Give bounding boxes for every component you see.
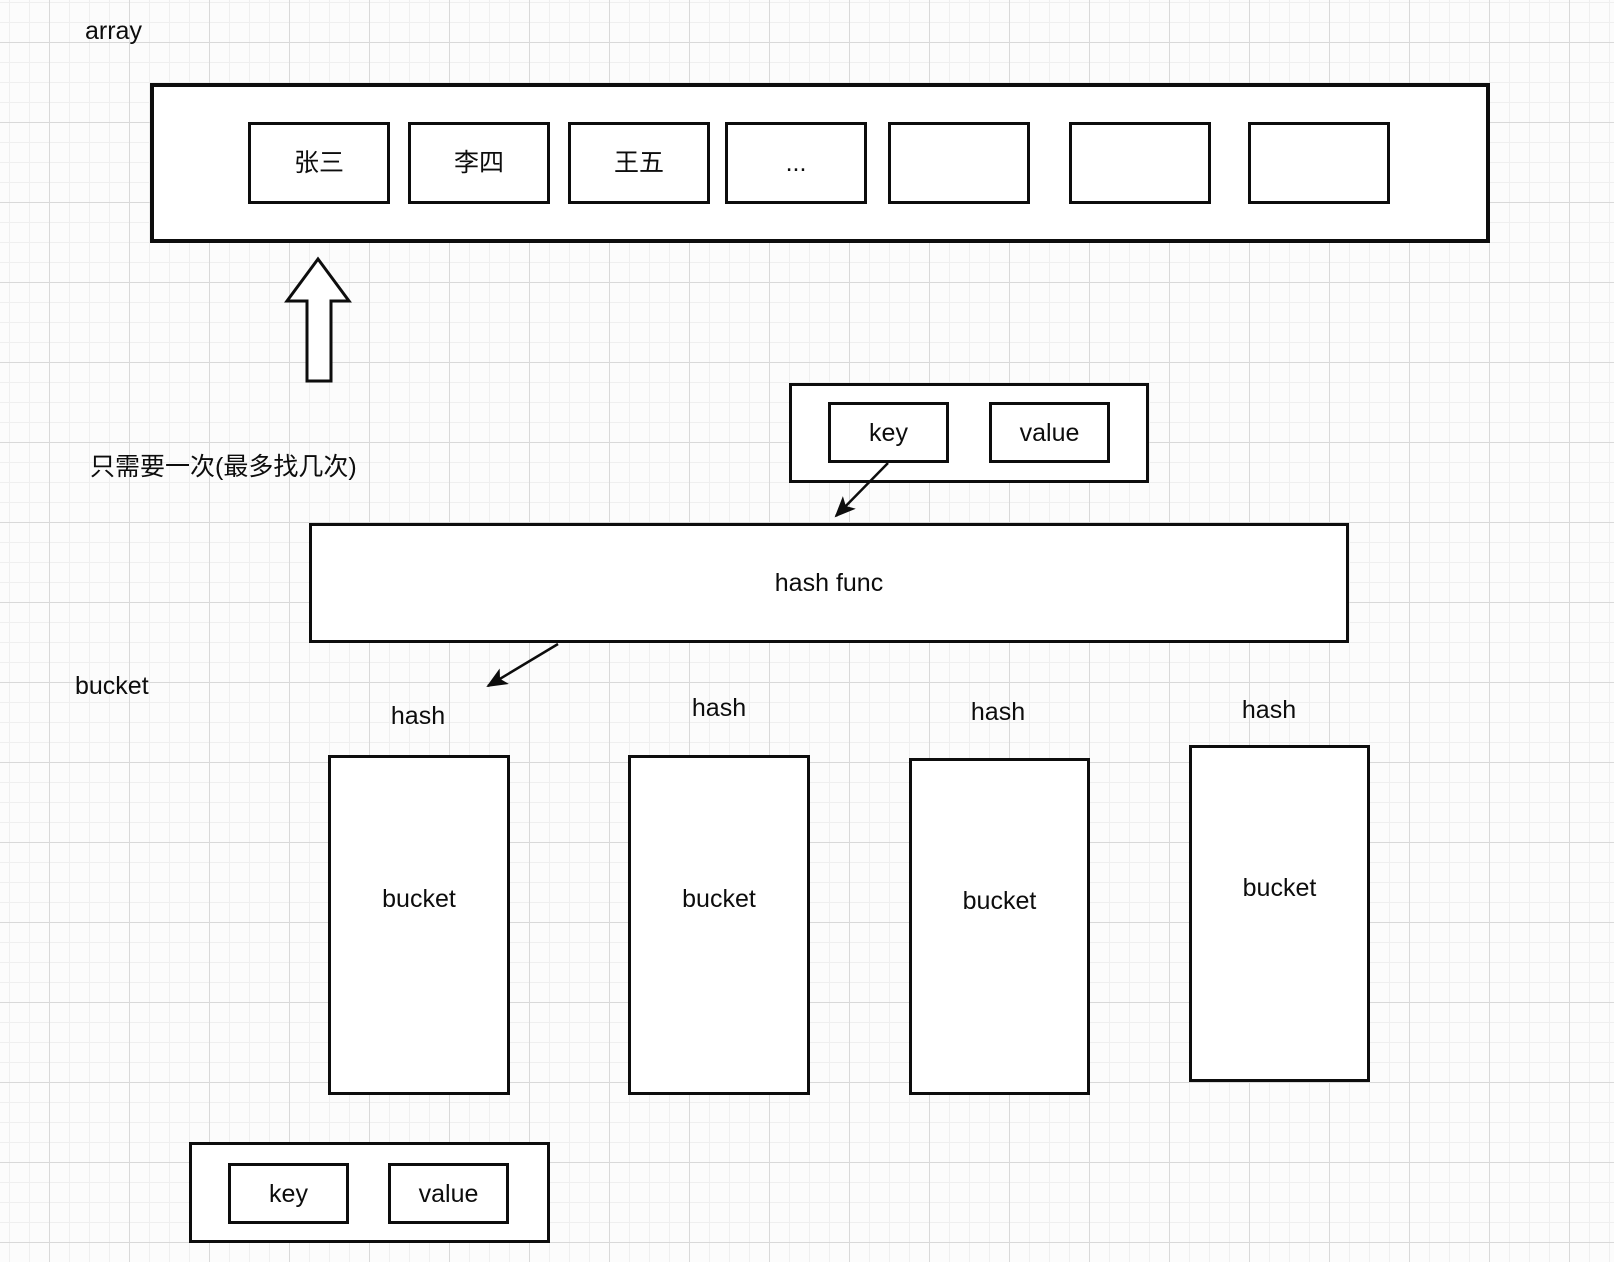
value-box-bottom: value [388,1163,509,1224]
array-cell: 李四 [408,122,550,204]
bucket-box: bucket [909,758,1090,1095]
bucket-box: bucket [328,755,510,1095]
array-cell [1069,122,1211,204]
note-text: 只需要一次(最多找几次) [90,453,357,481]
bucket-box: bucket [628,755,810,1095]
hash-label: hash [691,694,747,722]
bucket-section-label: bucket [75,672,149,700]
hash-label: hash [390,702,446,730]
key-box-top: key [828,402,949,463]
bucket-box-label: bucket [962,886,1037,915]
value-box-top: value [989,402,1110,463]
arrow-hashfunc-to-bucket-icon [486,642,559,688]
hash-func-box: hash func [309,523,1349,643]
up-block-arrow-icon [284,256,352,383]
array-section-label: array [85,17,142,45]
bucket-box-label: bucket [382,885,456,913]
key-box-bottom: key [228,1163,349,1224]
bucket-box-label: bucket [1242,873,1317,902]
array-cell [1248,122,1390,204]
bucket-box: bucket [1189,745,1370,1082]
array-cell: 王五 [568,122,710,204]
hash-label: hash [1241,696,1297,724]
array-cell: ... [725,122,867,204]
array-cell: 张三 [248,122,390,204]
array-cell [888,122,1030,204]
bucket-box-label: bucket [682,885,756,913]
hash-label: hash [970,698,1026,726]
